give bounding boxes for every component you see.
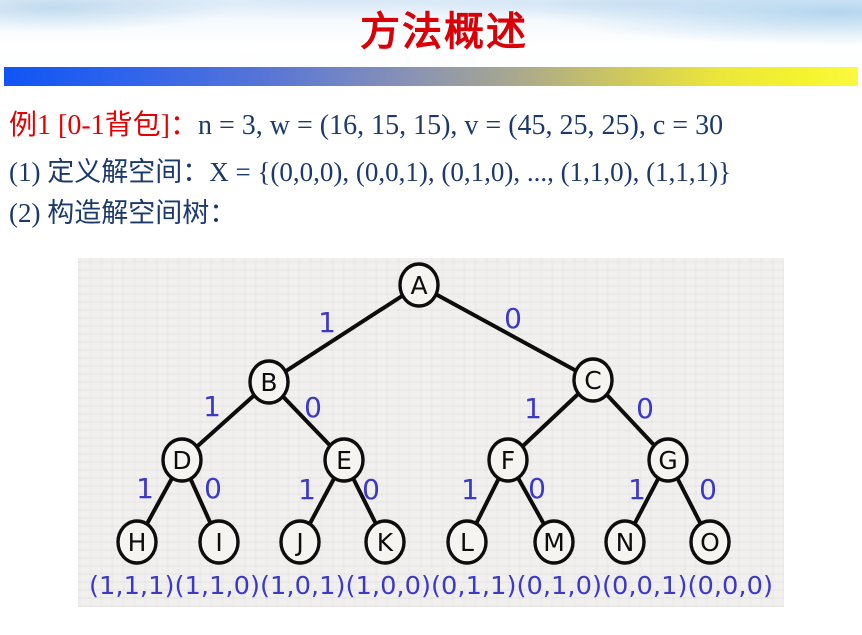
edge-label-D-1: 1: [136, 472, 154, 505]
tree-node-K: [364, 519, 406, 565]
edge-label-D-0: 0: [204, 472, 222, 505]
solution-space-set: X = {(0,0,0), (0,0,1), (0,1,0), ..., (1,…: [209, 157, 732, 187]
tree-node-C: [572, 357, 614, 403]
edge-label-B-1: 1: [203, 390, 221, 423]
solution-space-label: (1) 定义解空间：: [9, 157, 210, 187]
node-letter-M: M: [543, 528, 565, 557]
node-letter-K: K: [377, 528, 394, 557]
tree-node-H: [116, 519, 158, 565]
edge-label-G-0: 0: [699, 473, 717, 506]
edge-label-E-0: 0: [362, 473, 380, 506]
node-letter-C: C: [584, 366, 601, 395]
example-line: 例1 [0-1背包]：n = 3, w = (16, 15, 15), v = …: [9, 110, 723, 142]
tree-node-D: [161, 437, 203, 483]
tree-node-L: [446, 519, 488, 565]
tree-node-F: [487, 437, 529, 483]
node-letter-J: J: [294, 528, 303, 557]
header-sky-band: [0, 0, 862, 67]
tree-node-M: [533, 519, 575, 565]
tree-caption-line: (2) 构造解空间树：: [9, 198, 237, 228]
edge-label-E-1: 1: [298, 473, 316, 506]
tree-node-A: [398, 262, 440, 308]
node-letter-B: B: [260, 368, 277, 397]
edge-label-A-0: 0: [504, 302, 522, 335]
tree-node-O: [689, 519, 731, 565]
node-letter-I: I: [215, 528, 222, 557]
solution-space-tree-panel: 1 0 1 0 1 0 1 0 1 0 1 0 1 0: [78, 258, 784, 607]
edge-label-C-1: 1: [524, 392, 542, 425]
node-letter-D: D: [172, 446, 191, 475]
slide-title: 方法概述: [360, 10, 528, 54]
tree-node-G: [647, 437, 689, 483]
tree-node-E: [323, 437, 365, 483]
node-letter-E: E: [336, 446, 352, 475]
node-letter-H: H: [128, 528, 147, 557]
example-label: 例1 [0-1背包]：: [9, 110, 198, 141]
edge-label-G-1: 1: [628, 473, 646, 506]
divider-gradient-bar: [4, 67, 858, 86]
example-parameters: n = 3, w = (16, 15, 15), v = (45, 25, 25…: [197, 110, 724, 141]
tree-edge-A-C: [417, 283, 595, 382]
leaf-tuple-labels: (1,1,1)(1,1,0)(1,0,1)(1,0,0)(0,1,1)(0,1,…: [89, 571, 773, 600]
edge-label-A-1: 1: [318, 306, 336, 339]
tree-node-B: [248, 359, 290, 405]
tree-node-J: [279, 519, 321, 565]
tree-node-N: [604, 519, 646, 565]
node-letter-F: F: [501, 446, 515, 475]
tree-diagram: 1 0 1 0 1 0 1 0 1 0 1 0 1 0: [89, 262, 773, 600]
solution-space-line: (1) 定义解空间：X = {(0,0,0), (0,0,1), (0,1,0)…: [9, 156, 731, 188]
tree-node-I: [198, 519, 240, 565]
edge-label-B-0: 0: [304, 391, 322, 424]
edge-label-F-1: 1: [461, 473, 479, 506]
node-letter-N: N: [616, 528, 635, 557]
node-letter-A: A: [410, 271, 427, 300]
node-letter-L: L: [460, 528, 474, 557]
edge-label-C-0: 0: [636, 392, 654, 425]
node-letter-O: O: [700, 528, 720, 557]
edge-label-F-0: 0: [528, 472, 546, 505]
node-letter-G: G: [658, 446, 677, 475]
tree-edge-A-B: [267, 283, 421, 384]
